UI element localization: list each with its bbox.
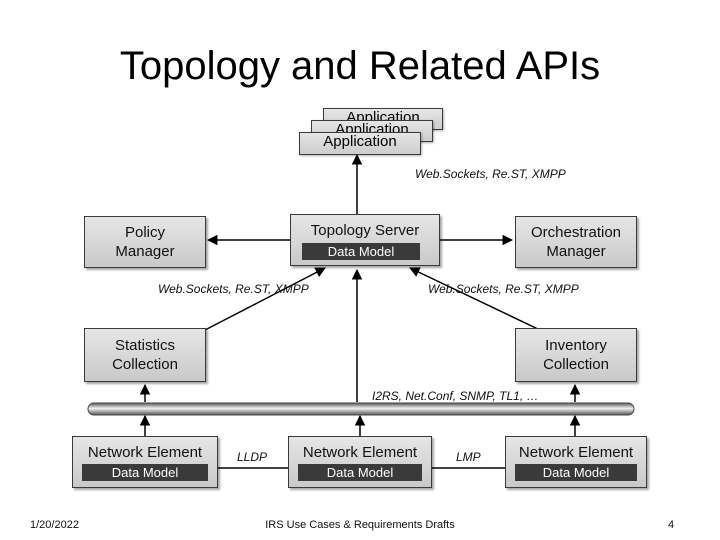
- network-element-data-model: Data Model: [515, 464, 637, 481]
- footer-center-text: IRS Use Cases & Requirements Drafts: [265, 519, 455, 531]
- protocol-label-lmp: LMP: [456, 450, 481, 464]
- orchestration-manager-box: Orchestration Manager: [515, 216, 637, 268]
- protocol-label-lldp: LLDP: [237, 450, 268, 464]
- arrow-inventory-to-server: [409, 267, 541, 331]
- network-element-label: Network Element: [518, 444, 634, 461]
- communication-bus: [87, 402, 635, 416]
- footer-date: 1/20/2022: [30, 519, 79, 531]
- topology-server-label: Topology Server: [310, 222, 420, 239]
- protocol-label-left: Web.Sockets, Re.ST, XMPP: [158, 282, 309, 296]
- protocol-label-right: Web.Sockets, Re.ST, XMPP: [428, 282, 579, 296]
- page-number: 4: [668, 519, 675, 531]
- network-element-data-model: Data Model: [298, 464, 422, 481]
- inventory-collection-box: Inventory Collection: [515, 328, 637, 382]
- network-element-data-model: Data Model: [82, 464, 208, 481]
- network-element-label: Network Element: [87, 444, 203, 461]
- slide-title: Topology and Related APIs: [119, 44, 601, 88]
- network-element-label: Network Element: [302, 444, 418, 461]
- topology-server-data-model: Data Model: [302, 243, 420, 260]
- arrow-stats-to-server: [204, 267, 326, 331]
- statistics-collection-box: Statistics Collection: [84, 328, 206, 382]
- policy-manager-box: Policy Manager: [84, 216, 206, 268]
- application-box-front: Application: [299, 132, 421, 155]
- protocol-label-app: Web.Sockets, Re.ST, XMPP: [415, 167, 566, 181]
- protocol-label-bus: I2RS, Net.Conf, SNMP, TL1, …: [372, 389, 539, 403]
